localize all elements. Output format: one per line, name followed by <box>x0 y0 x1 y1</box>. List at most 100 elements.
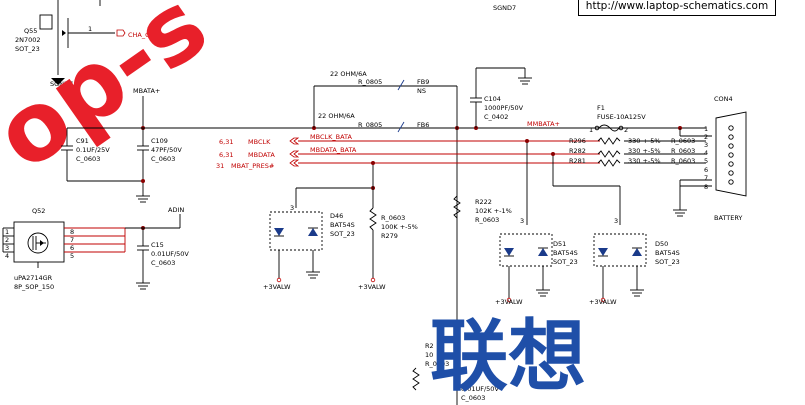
r279-rail: +3VALW <box>358 283 386 291</box>
r222-pkg: R_0603 <box>475 216 499 224</box>
q52-ref: Q52 <box>32 207 45 215</box>
mbat-page: 31 <box>216 162 224 170</box>
watermark-cn: 联想 <box>430 312 586 402</box>
r222-resistor: R222 102K +-1% R_0603 <box>453 195 512 224</box>
con4-pin7: 7 <box>704 174 708 182</box>
mbdata-page: 6,31 <box>219 151 233 159</box>
c104-pkg: C_0402 <box>484 113 508 121</box>
r296-ref: R296 <box>569 137 586 145</box>
q55-pin: 1 <box>88 25 92 33</box>
q52-pin5: 5 <box>70 252 74 260</box>
r222-val: 102K +-1% <box>475 207 512 215</box>
q52-pin1: 1 <box>5 228 9 236</box>
d50-pkg: SOT_23 <box>655 258 680 266</box>
resistor-bank: R296 R282 R281 330 +-5% 330 +-5% 330 +-5… <box>569 137 706 167</box>
r2-val: 10 <box>425 351 433 359</box>
q52-pin7: 7 <box>70 236 74 244</box>
fb6-pkg: R_0805 <box>358 121 382 129</box>
con4-pin5: 5 <box>704 157 708 165</box>
q55-part: 2N7002 <box>15 36 41 44</box>
cha-off-page: 31 <box>186 31 194 39</box>
d46-diode: 3 D46 BAT54S SOT_23 +3VALW <box>263 186 375 291</box>
r281-pkg: R_0603 <box>671 157 695 165</box>
cha-off-net: CHA_OFF <box>128 31 158 39</box>
q52-pin8: 8 <box>70 228 74 236</box>
c91-val: 0.1UF/25V <box>76 146 110 154</box>
d51-diode: 3 D51 BAT54S SOT_23 +3VALW <box>495 139 578 306</box>
con4-pin3: 3 <box>704 141 708 149</box>
bottom-net: V <box>533 328 538 336</box>
net-mbclk: 6,31 MBCLK MBCLK_BATA <box>219 133 600 146</box>
r279-ref: R279 <box>381 232 398 240</box>
con4-pin8: 8 <box>704 183 708 191</box>
q55-ref: Q55 <box>24 27 37 35</box>
q52-pin4: 4 <box>5 252 9 260</box>
c15-pkg: C_0603 <box>151 259 175 267</box>
sgnd7-top: SGND7 <box>493 4 516 12</box>
r282-pkg: R_0603 <box>671 147 695 155</box>
d50-part: BAT54S <box>655 249 680 257</box>
d51-part: BAT54S <box>553 249 578 257</box>
q52-pin6: 6 <box>70 244 74 252</box>
f1-pin2: 2 <box>624 126 628 134</box>
r281-val: 330 +-5% <box>628 157 661 165</box>
net-mbat-pres: 31 MBAT_PRES# <box>216 159 600 170</box>
con4-pin2: 2 <box>704 133 708 141</box>
d50-pin: 3 <box>614 217 618 225</box>
mbdata-sub: MBDATA_BATA <box>310 146 357 154</box>
d51-ref: D51 <box>553 240 566 248</box>
r279-val: 100K +-5% <box>381 223 418 231</box>
fb6-ref: FB6 <box>417 121 429 129</box>
r296-val: 330 +-5% <box>628 137 661 145</box>
q55-gnd: SGND7 <box>50 80 73 88</box>
d46-rail: +3VALW <box>263 283 291 291</box>
q52-pin2: 2 <box>5 236 9 244</box>
mbclk-sub: MBCLK_BATA <box>310 133 352 141</box>
fb9-pkg: R_0805 <box>358 78 382 86</box>
d50-ref: D50 <box>655 240 668 248</box>
fb6-bead: 22 OHM/6A R_0805 FB6 <box>318 112 429 133</box>
f1-pin1: 1 <box>589 126 593 134</box>
con4-pin1: 1 <box>704 125 708 133</box>
q52-pin3: 3 <box>5 244 9 252</box>
d46-pkg: SOT_23 <box>330 230 355 238</box>
mbclk-page: 6,31 <box>219 138 233 146</box>
c91-pkg: C_0603 <box>76 155 100 163</box>
d46-pin: 3 <box>290 204 294 212</box>
fb9-bead: 22 OHM/6A R_0805 FB9 NS <box>313 70 457 128</box>
net-mbdata: 6,31 MBDATA MBDATA_BATA <box>219 146 600 159</box>
con4-ref: CON4 <box>714 95 733 103</box>
c109-ref: C109 <box>151 137 168 145</box>
r222-ref: R222 <box>475 198 492 206</box>
r282-val: 330 +-5% <box>628 147 661 155</box>
r282-ref: R282 <box>569 147 586 155</box>
q55-pkg: SOT_23 <box>15 45 40 53</box>
c104-ref: C104 <box>484 95 501 103</box>
d51-pkg: SOT_23 <box>553 258 578 266</box>
d46-ref: D46 <box>330 212 343 220</box>
c104-val: 1000PF/50V <box>484 104 524 112</box>
con4-battery-connector: CON4 1 2 3 4 5 6 7 8 BATTERY <box>673 95 747 222</box>
c104-capacitor: C104 1000PF/50V C_0402 <box>470 67 532 128</box>
c91-ref: C91 <box>76 137 89 145</box>
fb9-ref: FB9 <box>417 78 429 86</box>
mbdata-name: MBDATA <box>248 151 275 159</box>
con4-pin4: 4 <box>704 149 708 157</box>
q52-mosfet: Q52 1 2 3 4 8 7 6 5 uPA2714GR 8P_SOP_150 <box>2 207 126 291</box>
d51-pin: 3 <box>520 217 524 225</box>
con4-name: BATTERY <box>714 214 742 222</box>
bottom-cap-val: 0.01UF/50V <box>461 385 499 393</box>
c15-ref: C15 <box>151 241 164 249</box>
adin-label: ADIN <box>168 206 184 214</box>
d46-part: BAT54S <box>330 221 355 229</box>
c15-val: 0.01UF/50V <box>151 250 189 258</box>
d50-diode: 3 D50 BAT54S SOT_23 +3VALW <box>551 152 680 306</box>
d51-rail: +3VALW <box>495 298 523 306</box>
con4-pin6: 6 <box>704 166 708 174</box>
f1-ref: F1 <box>597 104 605 112</box>
c109-pkg: C_0603 <box>151 155 175 163</box>
f1-val: FUSE-10A125V <box>597 113 646 121</box>
f1-fuse: F1 FUSE-10A125V 1 2 <box>589 104 646 134</box>
r296-pkg: R_0603 <box>671 137 695 145</box>
